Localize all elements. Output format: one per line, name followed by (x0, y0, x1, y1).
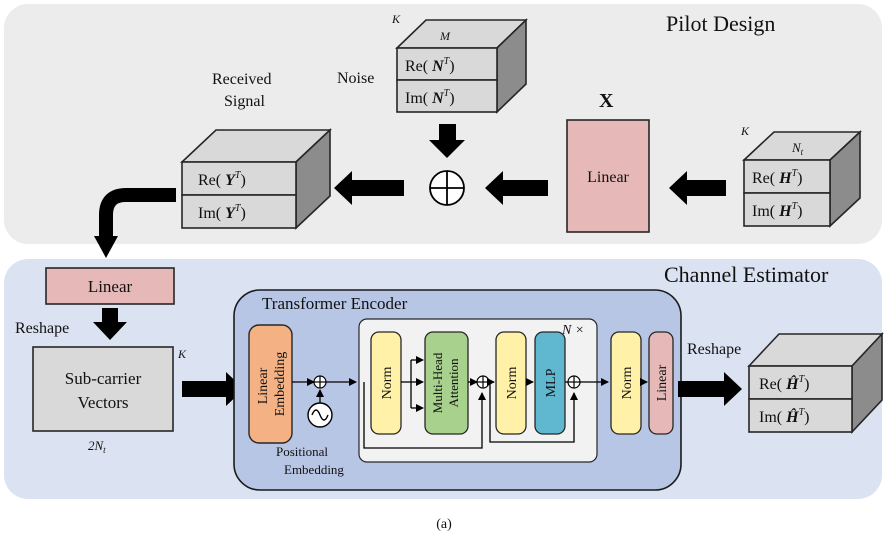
encoder-title: Transformer Encoder (262, 294, 408, 313)
linear-embedding-block (248, 324, 293, 444)
received-to-estimator-arrow (99, 188, 176, 236)
repeat-label: N × (561, 323, 584, 338)
multi-head-attention-block (424, 331, 469, 435)
output-im: Im(ĤT) (759, 407, 809, 426)
noise-m-label: M (439, 29, 451, 43)
noise-label: Noise (337, 70, 374, 87)
received-signal-cube (179, 128, 333, 230)
channel-re: Re(HT) (752, 168, 802, 187)
noise-down-arrow (429, 124, 465, 158)
channel-cube (741, 130, 863, 228)
pilot-design-title: Pilot Design (666, 11, 775, 36)
pilot-x-label: X (599, 90, 614, 112)
mha-label: Multi-HeadAttention (430, 352, 461, 413)
channel-estimator-title: Channel Estimator (664, 262, 829, 287)
norm1-label: Norm (380, 367, 395, 400)
subcarrier-k-label: K (177, 347, 187, 361)
reshape-right-label: Reshape (687, 341, 741, 358)
received-im: Im(YT) (198, 203, 246, 222)
received-to-estimator-arrowhead (94, 236, 118, 258)
positional-sine-icon (307, 402, 333, 428)
mlp-block (534, 331, 566, 435)
output-linear-label: Linear (655, 364, 670, 401)
linear-to-adder-arrow (485, 171, 548, 205)
output-channel-cube (747, 331, 884, 435)
subcarrier-2nt-label: 2Nt (88, 438, 106, 455)
estimator-linear-label: Linear (88, 277, 133, 296)
adder-icon (429, 170, 465, 206)
noise-im: Im(NT) (405, 88, 455, 107)
norm1-block (370, 331, 402, 435)
output-linear-block (648, 331, 674, 435)
residual-add-2-icon (567, 375, 581, 389)
adder-to-received-arrow (334, 171, 404, 205)
noise-re: Re(NT) (405, 56, 455, 75)
channel-to-linear-arrow (669, 171, 726, 205)
mlp-label: MLP (544, 368, 559, 397)
norm3-label: Norm (620, 367, 635, 400)
noise-cube (395, 18, 528, 114)
channel-im: Im(HT) (752, 201, 802, 220)
received-re: Re(YT) (198, 170, 246, 189)
received-label-line1: Received (212, 71, 272, 88)
reshape-left-label: Reshape (15, 320, 69, 337)
subcarrier-to-encoder-arrow (182, 372, 244, 406)
encoder-to-output-arrow (678, 372, 742, 406)
subcarrier-vectors-block (32, 346, 174, 432)
positional-line1: Positional (276, 444, 328, 459)
figure-caption: (a) (436, 517, 452, 532)
linear-to-subcarrier-arrow (93, 308, 127, 340)
subcarrier-line2: Vectors (78, 393, 129, 412)
received-label-line2: Signal (224, 93, 265, 110)
subcarrier-line1: Sub-carrier (65, 369, 142, 388)
positional-line2: Embedding (284, 462, 344, 477)
estimator-linear-block (45, 267, 175, 305)
embedding-add-icon (313, 375, 327, 389)
channel-k-label: K (740, 124, 750, 138)
residual-add-1-icon (476, 375, 490, 389)
channel-nt-label: Nt (791, 140, 804, 157)
output-re: Re(ĤT) (759, 374, 809, 393)
noise-k-label: K (391, 12, 401, 26)
pilot-linear-label: Linear (587, 169, 629, 186)
norm2-label: Norm (505, 367, 520, 400)
pilot-linear-block (566, 119, 650, 233)
